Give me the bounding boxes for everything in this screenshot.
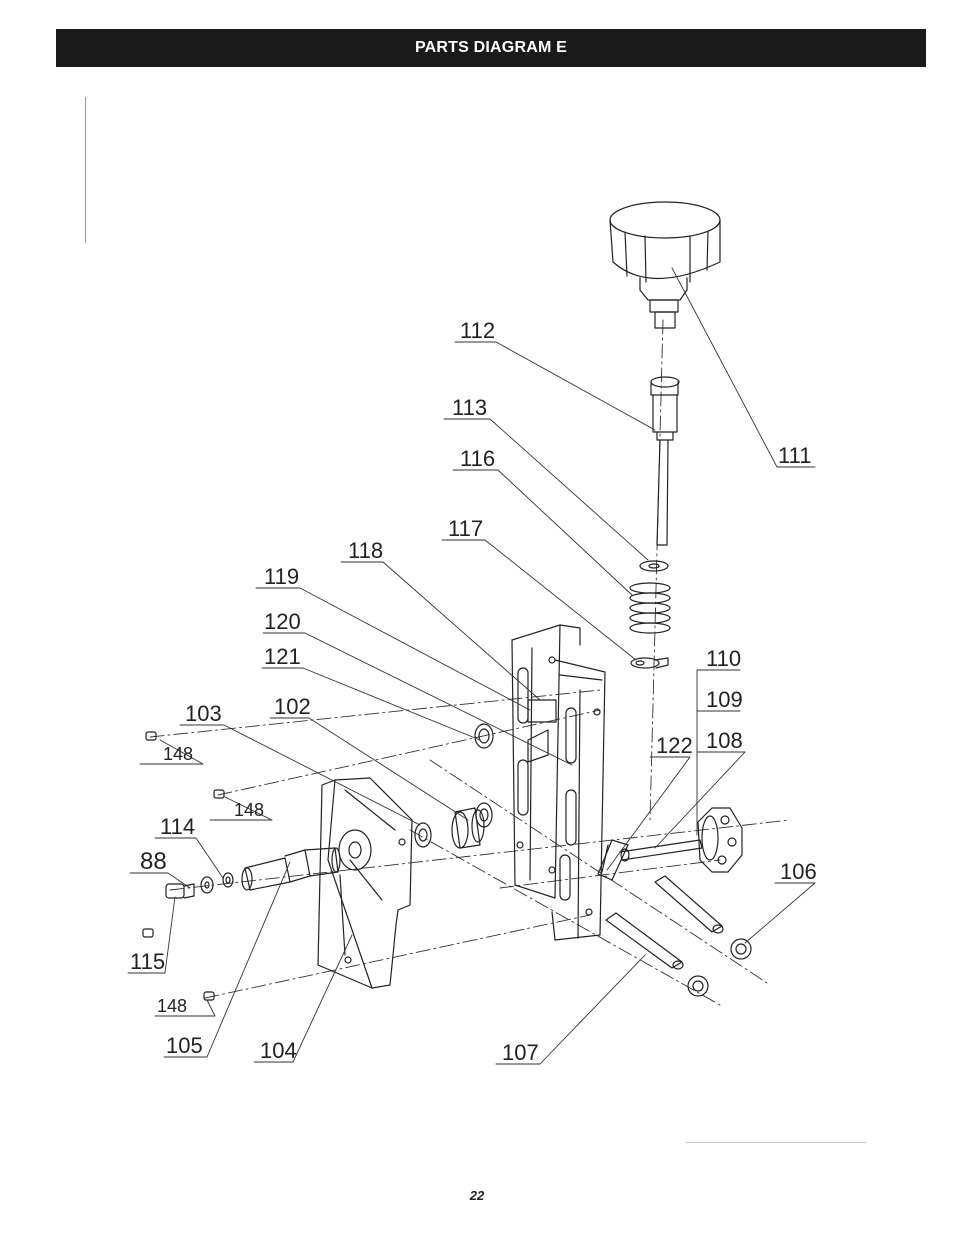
bolt-88 — [165, 883, 195, 899]
callout-120: 120 — [264, 609, 301, 634]
bushing-102 — [451, 807, 485, 849]
pins-107 — [605, 875, 724, 970]
callout-107: 107 — [502, 1040, 539, 1065]
washer-113 — [639, 560, 669, 572]
nut-106 — [687, 938, 752, 997]
callout-105: 105 — [166, 1033, 203, 1058]
callout-110: 110 — [706, 646, 741, 671]
spring-116 — [629, 582, 671, 634]
shaft-112 — [650, 376, 680, 546]
callout-114: 114 — [160, 814, 195, 839]
callout-148: 148 — [234, 800, 264, 820]
callout-103: 103 — [185, 701, 222, 726]
footer-rule — [686, 1142, 866, 1143]
callout-113: 113 — [452, 395, 487, 420]
callout-122: 122 — [656, 733, 693, 758]
ring-103 — [414, 822, 432, 848]
margin-rule — [85, 97, 86, 243]
leader-lines — [127, 267, 816, 1065]
callout-115: 115 — [130, 949, 165, 974]
callout-111: 111 — [778, 443, 811, 468]
callout-116: 116 — [460, 446, 495, 471]
cam-lever-122 — [597, 839, 629, 881]
callout-108: 108 — [706, 728, 743, 753]
section-title: PARTS DIAGRAM E — [414, 39, 568, 56]
callout-labels: 111 112 113 116 117 118 119 120 121 103 … — [130, 318, 817, 1065]
screw-148 — [142, 731, 225, 1001]
callout-119: 119 — [264, 564, 299, 589]
circlip-121 — [474, 723, 494, 749]
axle-105 — [241, 847, 341, 891]
callout-88: 88 — [140, 848, 167, 875]
callout-148: 148 — [157, 996, 187, 1016]
center-lines — [149, 319, 791, 1006]
callout-102: 102 — [274, 694, 311, 719]
callout-117: 117 — [448, 516, 483, 541]
callout-118: 118 — [348, 538, 383, 563]
callout-121: 121 — [264, 644, 301, 669]
bracket-118 — [511, 624, 606, 941]
knob-111 — [609, 201, 721, 329]
tab-washer-117 — [630, 657, 669, 669]
callout-104: 104 — [260, 1038, 297, 1063]
page-number: 22 — [469, 1188, 485, 1203]
washer-114 — [200, 872, 234, 894]
callout-112: 112 — [460, 318, 495, 343]
rod-knob-108 — [619, 807, 743, 873]
callout-109: 109 — [706, 687, 743, 712]
callout-148: 148 — [163, 744, 193, 764]
section-header: PARTS DIAGRAM E — [56, 29, 926, 67]
callout-106: 106 — [780, 859, 817, 884]
circlip-120 — [475, 802, 493, 828]
